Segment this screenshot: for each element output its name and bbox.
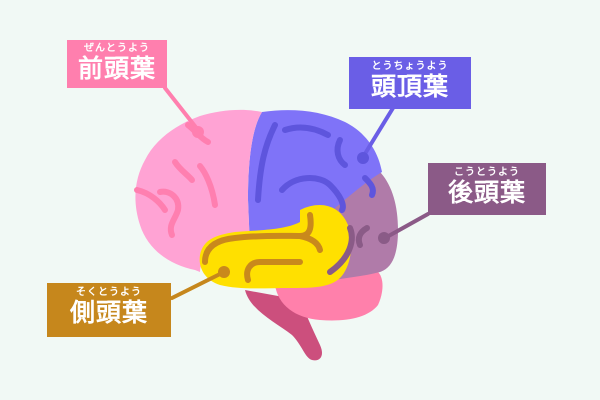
temporal-lobe-title: 側頭葉: [69, 298, 148, 327]
parietal-lobe-ruby: とうちょうよう: [371, 61, 449, 72]
occipital-lobe-label: こうとうよう 後頭葉: [428, 163, 546, 215]
frontal-lobe: [135, 109, 262, 272]
frontal-lobe-label: ぜんとうよう 前頭葉: [67, 40, 167, 88]
parietal-lobe-label: とうちょうよう 頭頂葉: [349, 57, 471, 109]
frontal-sulci: [134, 122, 218, 238]
temporal-sulci: [202, 212, 323, 283]
temporal-lobe-label: そくとうよう 側頭葉: [47, 283, 171, 337]
leader-lines: [163, 86, 430, 300]
occipital-lobe-ruby: こうとうよう: [454, 167, 520, 178]
occipital-lobe-title: 後頭葉: [447, 178, 526, 207]
occipital-sulci: [327, 225, 370, 275]
temporal-lobe-ruby: そくとうよう: [76, 287, 142, 298]
frontal-lobe-title: 前頭葉: [77, 54, 156, 83]
parietal-lobe-title: 頭頂葉: [370, 72, 449, 101]
parietal-sulci: [255, 122, 376, 213]
frontal-lobe-ruby: ぜんとうよう: [84, 43, 150, 54]
